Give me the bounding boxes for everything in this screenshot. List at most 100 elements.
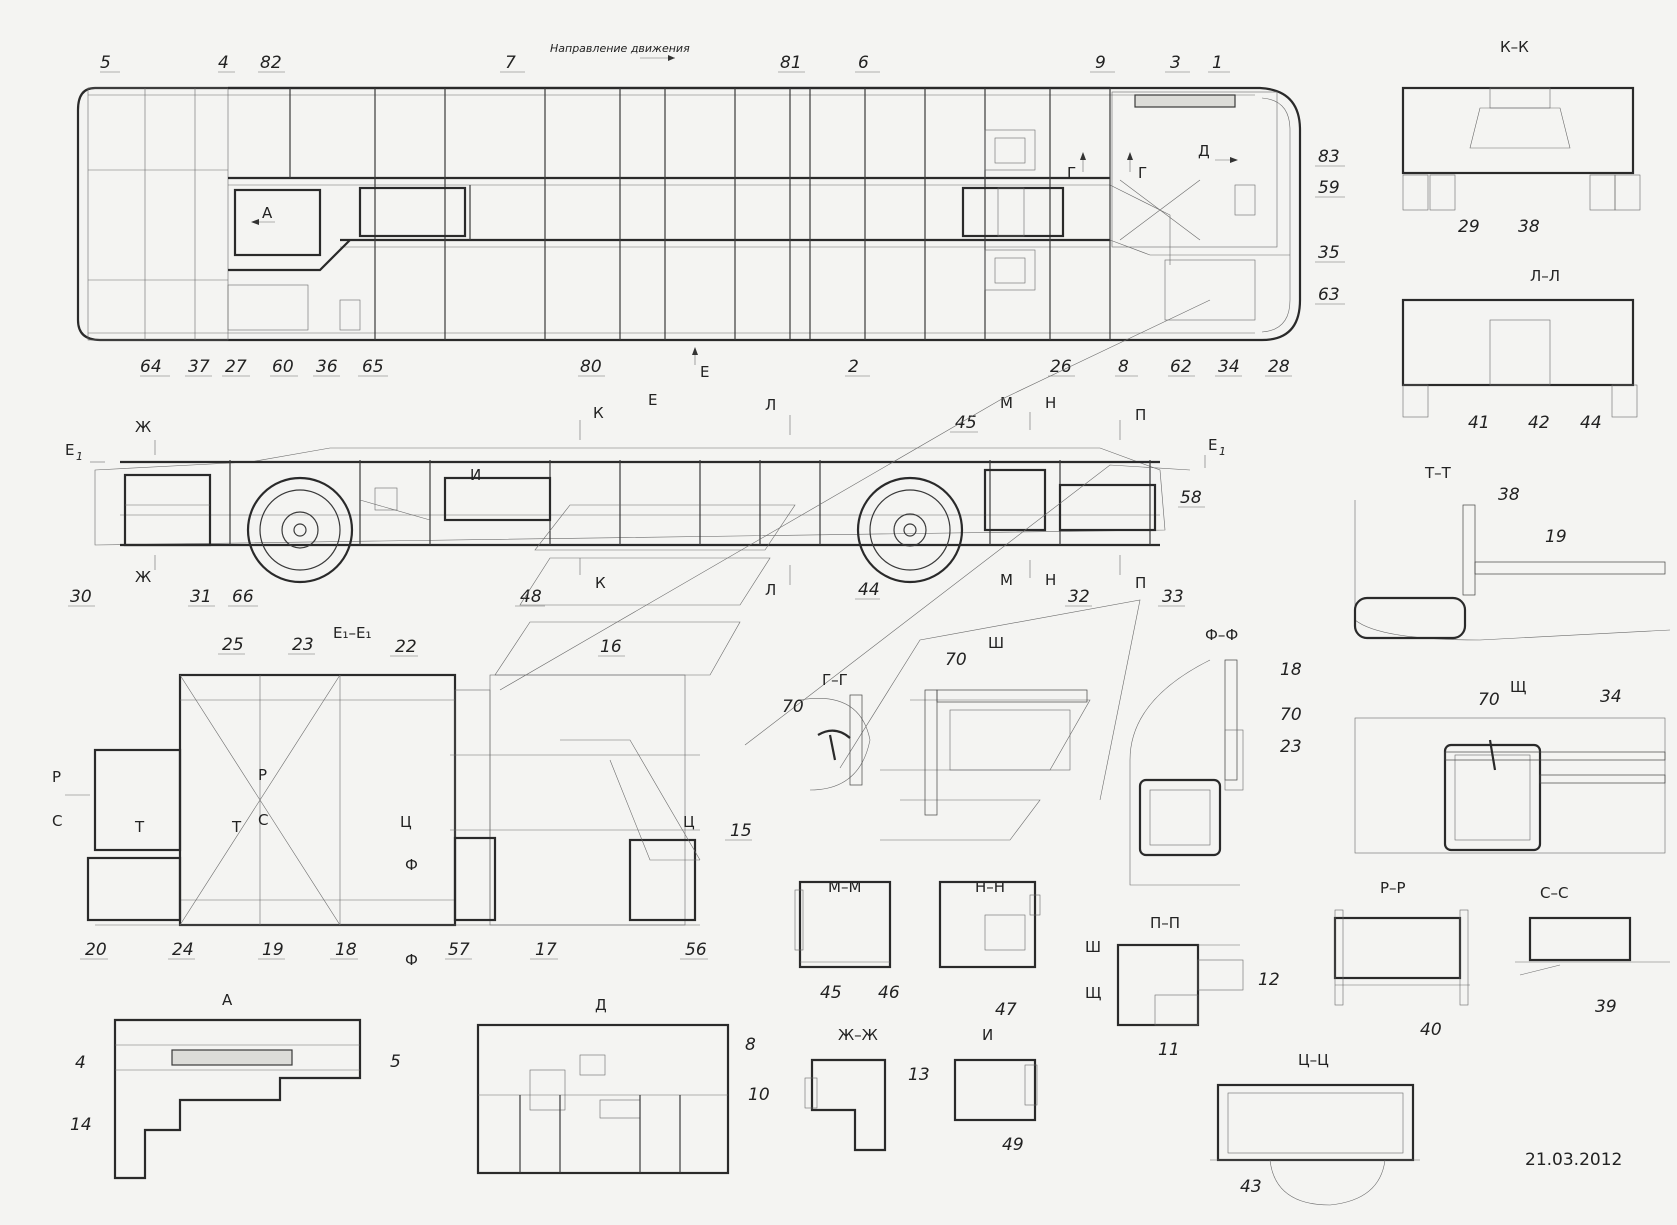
drawing-date: 21.03.2012: [1525, 1150, 1622, 1170]
label-callouts-c23: 23: [292, 635, 314, 655]
label-sections-SH: Ш: [988, 634, 1004, 652]
label-callouts-c17: 17: [535, 940, 557, 960]
label-callouts-c25: 25: [222, 635, 244, 655]
label-cut_marks-P: П: [1135, 574, 1146, 592]
label-callouts-c8: 8: [1118, 357, 1129, 377]
label-sections-MM: М–М: [828, 878, 861, 896]
label-callouts-c83: 83: [1318, 147, 1340, 167]
label-callouts-c41: 41: [1468, 413, 1490, 433]
label-sections-ZHZH: Ж–Ж: [838, 1026, 878, 1044]
cut-d: Д: [1198, 142, 1210, 160]
label-callouts-c11: 11: [1158, 1040, 1180, 1060]
label-callouts-c64: 64: [140, 357, 162, 377]
label-cut_marks-ZH: Ж: [135, 418, 151, 436]
label-callouts-c14: 14: [70, 1115, 92, 1135]
label-callouts-c23: 23: [1280, 737, 1302, 757]
label-sections-GG: Г–Г: [822, 671, 848, 689]
label-callouts-c38: 38: [1518, 217, 1540, 237]
cut-e: Е: [700, 363, 709, 381]
label-callouts-c81: 81: [780, 53, 802, 73]
label-cut_marks-K: К: [593, 404, 604, 422]
section-zh-zh: Ж–Ж 13: [804, 1026, 930, 1152]
label-callouts-c22: 22: [395, 637, 417, 657]
section-ts-ts: Ц–Ц 43: [1210, 1051, 1420, 1206]
label-callouts-c44: 44: [858, 580, 880, 600]
label-callouts-c37: 37: [188, 357, 210, 377]
label-callouts-c45: 45: [820, 983, 842, 1003]
section-s-s: С–С 39: [1515, 884, 1670, 1017]
label-callouts-c28: 28: [1268, 357, 1290, 377]
label-callouts-c34: 34: [1218, 357, 1240, 377]
label-callouts-c31: 31: [190, 587, 212, 607]
label-callouts-c4: 4: [218, 53, 229, 73]
label-sections-I: И: [982, 1026, 993, 1044]
label-sections-SS: С–С: [1540, 884, 1568, 902]
label-sections-NN: Н–Н: [975, 878, 1005, 896]
label-cut_marks-F: Ф: [405, 856, 418, 874]
section-l-l: Л–Л 41 42 44: [1401, 267, 1638, 433]
label-sections-SHCH: Щ: [1510, 678, 1526, 696]
label-callouts-c39: 39: [1595, 997, 1617, 1017]
label-callouts-c70: 70: [1280, 705, 1302, 725]
section-f-f: Ф–Ф 18 70 23: [1129, 626, 1302, 886]
section-t-t: Т–Т 38 19: [1353, 464, 1671, 641]
label-callouts-c13: 13: [908, 1065, 930, 1085]
label-callouts-c43: 43: [1240, 1177, 1262, 1197]
label-sections-KK: К–К: [1500, 38, 1529, 56]
label-callouts-c18: 18: [1280, 660, 1302, 680]
label-callouts-c6: 6: [858, 53, 869, 73]
e1-plan-callouts: 25 23 22 16 15 20 24 19 18 57 17 56: [80, 635, 752, 960]
section-p-p: П–П Ш Щ 12 11: [1085, 914, 1280, 1060]
label-callouts-c15: 15: [730, 821, 752, 841]
label-callouts-c19: 19: [1545, 527, 1567, 547]
label-callouts-c56: 56: [685, 940, 707, 960]
label-cut_marks-T: Т: [231, 818, 242, 836]
label-cut_marks-TS: Ц: [683, 813, 695, 831]
label-cut_marks-L: Л: [765, 581, 776, 599]
label-callouts-c27: 27: [225, 357, 247, 377]
label-callouts-c4: 4: [75, 1053, 86, 1073]
label-cut_marks-TS: Ц: [400, 813, 412, 831]
section-r-r: Р–Р 40: [1333, 879, 1470, 1040]
label-callouts-c34: 34: [1600, 687, 1622, 707]
label-cut_marks-L: Л: [765, 396, 776, 414]
label-callouts-c1: 1: [1212, 53, 1223, 73]
label-sections-TSTS: Ц–Ц: [1298, 1051, 1329, 1069]
label-callouts-c12: 12: [1258, 970, 1280, 990]
label-callouts-c66: 66: [232, 587, 254, 607]
section-k-k: К–К 29 38: [1401, 38, 1641, 237]
label-cut_marks-F: Ф: [405, 951, 418, 969]
label-callouts-c20: 20: [85, 940, 107, 960]
cut-g-left: Г: [1067, 164, 1076, 182]
section-shch: Щ 70 34: [1354, 678, 1666, 854]
label-callouts-c42: 42: [1528, 413, 1550, 433]
label-callouts-c35: 35: [1318, 243, 1340, 263]
label-sections-TT: Т–Т: [1424, 464, 1452, 482]
cut-a: А: [262, 204, 273, 222]
label-callouts-c8: 8: [745, 1035, 756, 1055]
label-callouts-c32: 32: [1068, 587, 1090, 607]
label-callouts-c18: 18: [335, 940, 357, 960]
label-cut_marks-sub1: 1: [1219, 445, 1226, 458]
label-callouts-c63: 63: [1318, 285, 1340, 305]
label-cut_marks-T: Т: [134, 818, 145, 836]
label-callouts-c29: 29: [1458, 217, 1480, 237]
label-callouts-c30: 30: [70, 587, 92, 607]
label-callouts-c26: 26: [1050, 357, 1072, 377]
label-cut_marks-SH: Ш: [1085, 938, 1101, 956]
label-cut_marks-sub1: 1: [76, 450, 83, 463]
label-callouts-c9: 9: [1095, 53, 1106, 73]
label-sections-LL: Л–Л: [1530, 267, 1560, 285]
label-callouts-c38: 38: [1498, 485, 1520, 505]
label-callouts-c65: 65: [362, 357, 384, 377]
label-callouts-c70: 70: [1478, 690, 1500, 710]
label-cut_marks-P: П: [1135, 406, 1146, 424]
label-cut_marks-R: Р: [258, 766, 267, 784]
label-cut_marks-ZH: Ж: [135, 568, 151, 586]
label-callouts-c5: 5: [100, 53, 111, 73]
label-sections-RR: Р–Р: [1380, 879, 1406, 897]
label-callouts-c10: 10: [748, 1085, 770, 1105]
label-sections-D: Д: [595, 996, 607, 1014]
label-cut_marks-SHCH: Щ: [1085, 984, 1101, 1002]
